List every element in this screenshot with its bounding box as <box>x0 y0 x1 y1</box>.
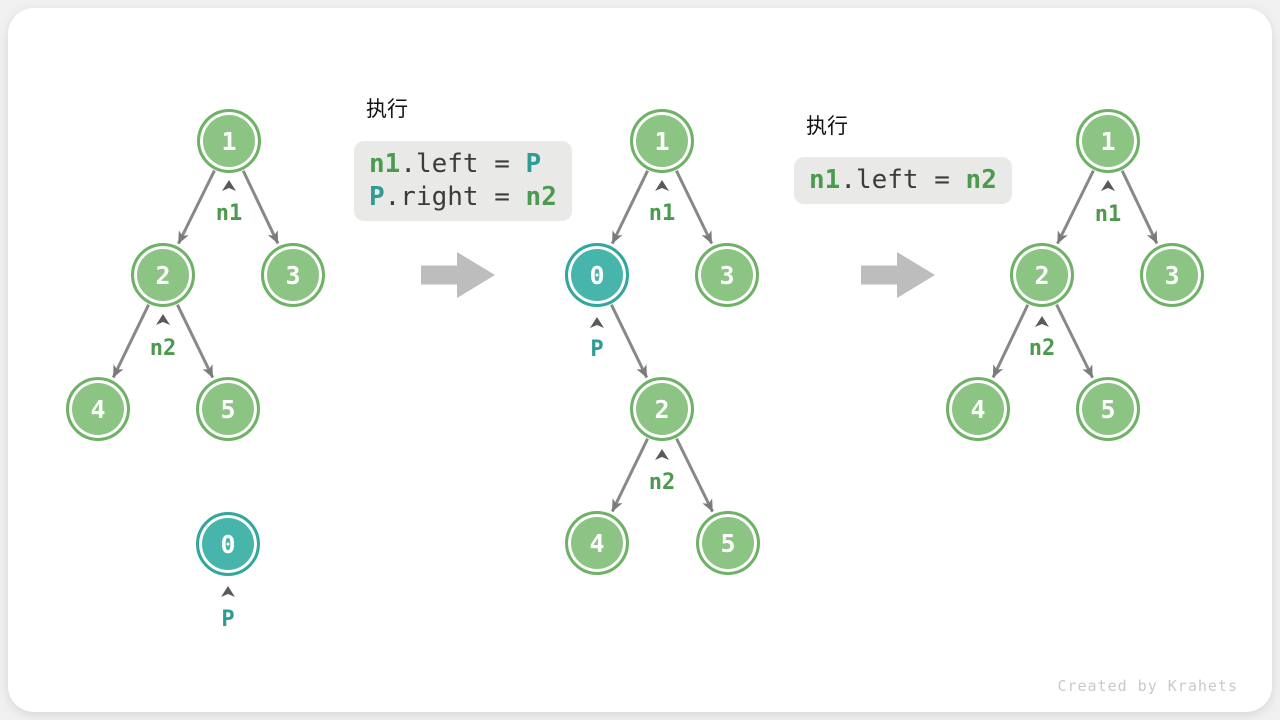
transition-arrow-icon <box>861 252 935 298</box>
tree-edge <box>610 438 649 513</box>
tree-edge <box>610 304 649 379</box>
tree-edge <box>1120 170 1159 245</box>
transition-arrow-icon <box>421 252 495 298</box>
caret-up-icon <box>655 180 669 191</box>
caret-up-icon <box>222 180 236 191</box>
tree-edge <box>675 437 714 513</box>
tree-edge <box>675 170 714 245</box>
caret-up-icon <box>655 449 669 460</box>
tree-edge <box>241 170 280 245</box>
caret-up-icon <box>590 317 604 328</box>
tree-edge <box>1055 303 1094 379</box>
tree-edge <box>991 304 1030 379</box>
tree-edge <box>1056 169 1095 245</box>
watermark: Created by Krahets <box>1057 677 1238 695</box>
caret-up-icon <box>221 586 235 597</box>
caret-up-icon <box>1101 180 1115 191</box>
tree-edge <box>177 169 216 245</box>
tree-edge <box>111 304 150 379</box>
tree-edge <box>176 304 215 379</box>
tree-initial-edges <box>111 169 280 597</box>
caret-up-icon <box>1035 316 1049 327</box>
tree-edge <box>610 170 649 245</box>
tree-after-insert-edges <box>590 170 714 513</box>
tree-after-remove-edges <box>991 169 1159 379</box>
caret-up-icon <box>156 314 170 325</box>
